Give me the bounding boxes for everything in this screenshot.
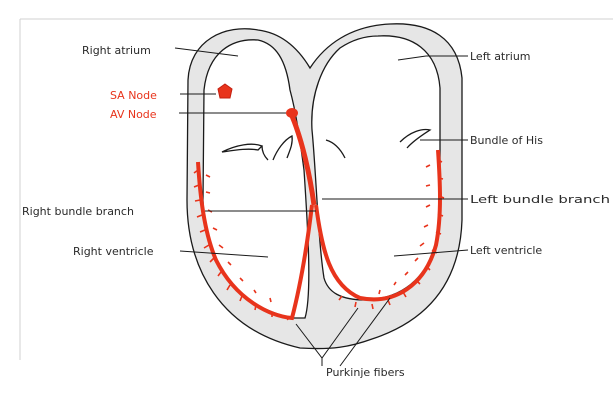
label-right-bundle-branch: Right bundle branch: [22, 205, 134, 218]
label-bundle-of-his: Bundle of His: [470, 134, 543, 147]
label-sa-node: SA Node: [110, 89, 157, 102]
left-heart-chamber: [312, 36, 440, 300]
label-left-atrium: Left atrium: [470, 50, 531, 63]
label-purkinje-fibers: Purkinje fibers: [326, 366, 405, 379]
label-right-ventricle: Right ventricle: [73, 245, 154, 258]
label-right-atrium: Right atrium: [82, 44, 151, 57]
label-av-node: AV Node: [110, 108, 157, 121]
label-left-bundle-branch: Left bundle branch: [470, 193, 610, 206]
label-left-ventricle: Left ventricle: [470, 244, 542, 257]
